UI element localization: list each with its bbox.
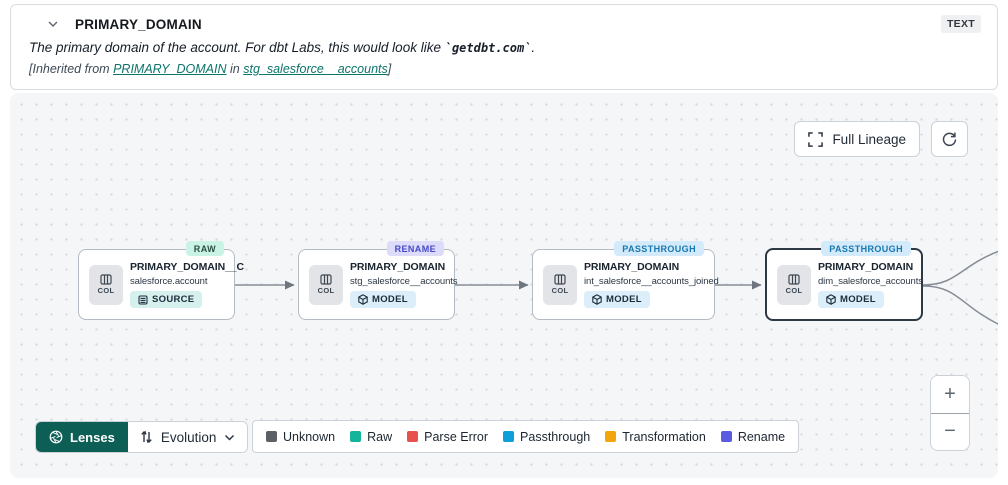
evolution-legend: Unknown Raw Parse Error Passthrough Tran…: [252, 420, 800, 453]
legend-swatch: [407, 431, 419, 442]
column-details-card: PRIMARY_DOMAIN TEXT The primary domain o…: [10, 4, 998, 90]
lineage-node-dim-selected[interactable]: PASSTHROUGH COL PRIMARY_DOMAIN dim_sales…: [765, 241, 923, 321]
page-title: PRIMARY_DOMAIN: [75, 16, 202, 32]
chevron-down-icon: [225, 434, 235, 441]
card-header: PRIMARY_DOMAIN TEXT: [27, 15, 981, 33]
legend-item-unknown: Unknown: [266, 430, 335, 444]
evolution-icon: [141, 430, 152, 444]
legend-swatch: [605, 431, 617, 442]
model-icon: [358, 294, 368, 305]
node-type-tag: SOURCE: [130, 291, 203, 308]
inherited-from-note: [Inherited from PRIMARY_DOMAIN in stg_sa…: [29, 62, 392, 76]
node-type-tag: MODEL: [584, 291, 650, 308]
column-icon: [100, 274, 112, 285]
lineage-node-staging[interactable]: RENAME COL PRIMARY_DOMAIN stg_salesforce…: [298, 241, 458, 320]
legend-item-raw: Raw: [350, 430, 392, 444]
edge-fork-bottom: [922, 285, 998, 325]
legend-swatch: [503, 431, 515, 442]
node-type-tag: MODEL: [818, 291, 884, 308]
node-title: PRIMARY_DOMAIN: [584, 261, 680, 273]
column-chip: COL: [777, 264, 811, 305]
column-chip: COL: [89, 264, 123, 305]
legend-item-parse-error: Parse Error: [407, 430, 488, 444]
node-type-tag: MODEL: [350, 291, 416, 308]
legend-item-transformation: Transformation: [605, 430, 706, 444]
column-icon: [554, 274, 566, 285]
node-title: PRIMARY_DOMAIN: [818, 261, 914, 273]
inherited-model-link[interactable]: stg_salesforce__accounts: [243, 62, 388, 76]
lens-aperture-icon: [49, 430, 63, 444]
evolution-dropdown[interactable]: Evolution: [127, 422, 248, 452]
legend-item-rename: Rename: [720, 430, 785, 444]
edge-fork-top: [922, 250, 998, 286]
full-lineage-button[interactable]: Full Lineage: [794, 121, 920, 157]
source-icon: [138, 294, 148, 305]
zoom-in-button[interactable]: +: [931, 376, 969, 414]
inherited-column-link[interactable]: PRIMARY_DOMAIN: [113, 62, 227, 76]
node-subtitle: stg_salesforce__accounts: [350, 276, 458, 287]
column-chip: COL: [309, 264, 343, 305]
lineage-node-source[interactable]: RAW COL PRIMARY_DOMAIN__C salesforce.acc…: [78, 241, 244, 320]
legend-item-passthrough: Passthrough: [503, 430, 590, 444]
model-icon: [592, 294, 602, 305]
lenses-toolbar: Lenses Evolution: [35, 421, 249, 453]
column-chip: COL: [543, 264, 577, 305]
refresh-button[interactable]: [931, 121, 968, 157]
column-description: The primary domain of the account. For d…: [29, 40, 536, 55]
legend-swatch: [266, 431, 277, 442]
lenses-button[interactable]: Lenses: [36, 422, 128, 452]
legend-swatch: [350, 431, 362, 442]
expand-icon: [808, 131, 824, 147]
column-icon: [320, 274, 332, 285]
column-icon: [788, 274, 800, 285]
node-status-badge: RENAME: [386, 241, 444, 256]
legend-swatch: [720, 431, 732, 442]
lineage-node-intermediate[interactable]: PASSTHROUGH COL PRIMARY_DOMAIN int_sales…: [532, 241, 719, 320]
inline-code: `getdbt.com`: [444, 41, 532, 55]
chevron-down-icon[interactable]: [47, 20, 59, 28]
node-subtitle: salesforce.account: [130, 276, 208, 287]
lineage-canvas[interactable]: Full Lineage RAW COL PRIMARY_DOMAIN__C s…: [10, 93, 998, 478]
node-title: PRIMARY_DOMAIN__C: [130, 261, 245, 273]
column-type-badge: TEXT: [940, 15, 981, 33]
zoom-control: + −: [930, 375, 970, 451]
node-status-badge: RAW: [185, 241, 224, 256]
node-title: PRIMARY_DOMAIN: [350, 261, 446, 273]
zoom-out-button[interactable]: −: [931, 413, 969, 450]
model-icon: [826, 294, 836, 305]
node-status-badge: PASSTHROUGH: [821, 241, 911, 256]
node-subtitle: dim_salesforce_accounts: [818, 276, 923, 287]
refresh-icon: [942, 132, 957, 146]
node-status-badge: PASSTHROUGH: [614, 241, 704, 256]
node-subtitle: int_salesforce__accounts_joined: [584, 276, 719, 287]
